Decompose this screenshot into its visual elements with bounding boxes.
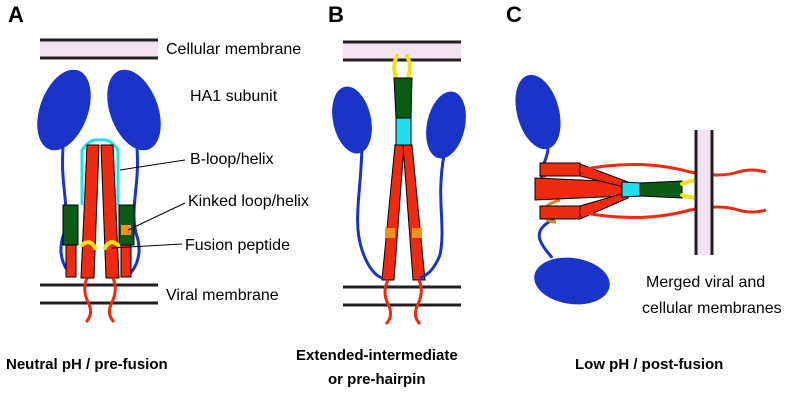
panel-c-letter: C (506, 2, 522, 27)
panel-b-caption-line1: Extended-intermediate (296, 347, 458, 364)
panel-a-helix-left (80, 144, 100, 279)
panel-a-helix-lower-right (120, 244, 132, 278)
panel-a-kinked-loop (121, 225, 131, 235)
panel-b-letter: B (328, 2, 344, 27)
panel-a-tm-tails (83, 277, 117, 324)
panel-b-helix-left (381, 144, 405, 281)
panel-b-ha1-right (426, 91, 466, 159)
panel-b-green (393, 77, 413, 119)
label-ha1-subunit: HA1 subunit (190, 88, 278, 105)
panel-a-b-loop (80, 138, 120, 205)
panel-a-caption: Neutral pH / pre-fusion (6, 356, 168, 373)
panel-b-caption-line2: or pre-hairpin (328, 371, 426, 388)
panel-a-viral-membrane (40, 283, 158, 305)
panel-b-cellular-membrane (343, 40, 461, 62)
panel-a-fusion-peptides (80, 240, 120, 250)
panel-c-helix-bottom (539, 205, 581, 220)
label-b-loop: B-loop/helix (190, 151, 274, 168)
panel-c-merged-membrane (694, 130, 714, 255)
panel-a-leader-lines (111, 159, 186, 249)
panel-c: C (506, 2, 782, 373)
panel-b-helix-right (402, 144, 426, 281)
panel-b-viral-membrane (343, 285, 461, 307)
panel-b-ha1-tethers (356, 139, 446, 280)
label-merged-line2: cellular membranes (642, 300, 782, 317)
panel-a-green-left (62, 204, 79, 246)
panel-a-letter: A (8, 2, 24, 27)
panel-b-kink-right (412, 228, 422, 238)
panel-c-ha1-top (515, 74, 561, 150)
panel-c-cyan (621, 181, 643, 198)
label-cellular-membrane: Cellular membrane (166, 41, 301, 58)
panel-b-cyan (395, 117, 412, 146)
panel-c-caption: Low pH / post-fusion (575, 356, 723, 373)
panel-c-ha1-bottom (534, 257, 610, 305)
label-viral-membrane: Viral membrane (166, 287, 279, 304)
label-kinked-loop: Kinked loop/helix (188, 193, 309, 210)
panel-a: A (6, 2, 309, 373)
panel-c-green (639, 180, 683, 199)
panel-a-cellular-membrane (40, 38, 158, 60)
panel-a-ha1-left (37, 69, 91, 151)
panel-a-ha1-right (107, 69, 161, 151)
panel-a-helix-lower-left (65, 244, 77, 278)
panel-c-helix-top (539, 162, 581, 177)
panel-b-fusion-peptides (392, 54, 412, 80)
panel-b-tm-tails (383, 279, 423, 326)
panel-b-ha1-left (332, 86, 372, 154)
label-fusion-peptide: Fusion peptide (185, 237, 290, 254)
panel-c-helix-diag-bottom (579, 191, 629, 220)
panel-b-kink-left (385, 228, 395, 238)
panel-a-helix-right (100, 144, 120, 279)
panel-b: B (296, 2, 466, 388)
label-merged-line1: Merged viral and (646, 274, 765, 291)
